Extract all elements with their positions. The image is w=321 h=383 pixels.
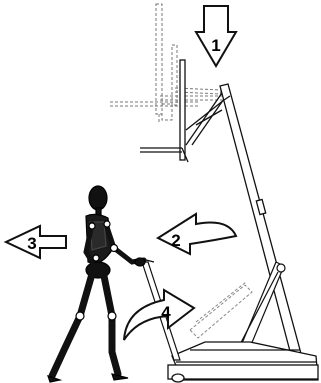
step-1-arrow: 1 [196, 6, 236, 66]
step-4-label: 4 [161, 303, 171, 322]
person-figure [48, 186, 145, 382]
step-3-label: 3 [27, 234, 36, 253]
main-pole [220, 84, 306, 374]
step-1-label: 1 [211, 36, 220, 55]
step-2-arrow: 2 [158, 214, 236, 254]
backboard-assembly [140, 60, 227, 162]
step-3-arrow: 3 [6, 226, 66, 258]
ghost-base [190, 282, 252, 338]
step-2-label: 2 [171, 231, 180, 250]
